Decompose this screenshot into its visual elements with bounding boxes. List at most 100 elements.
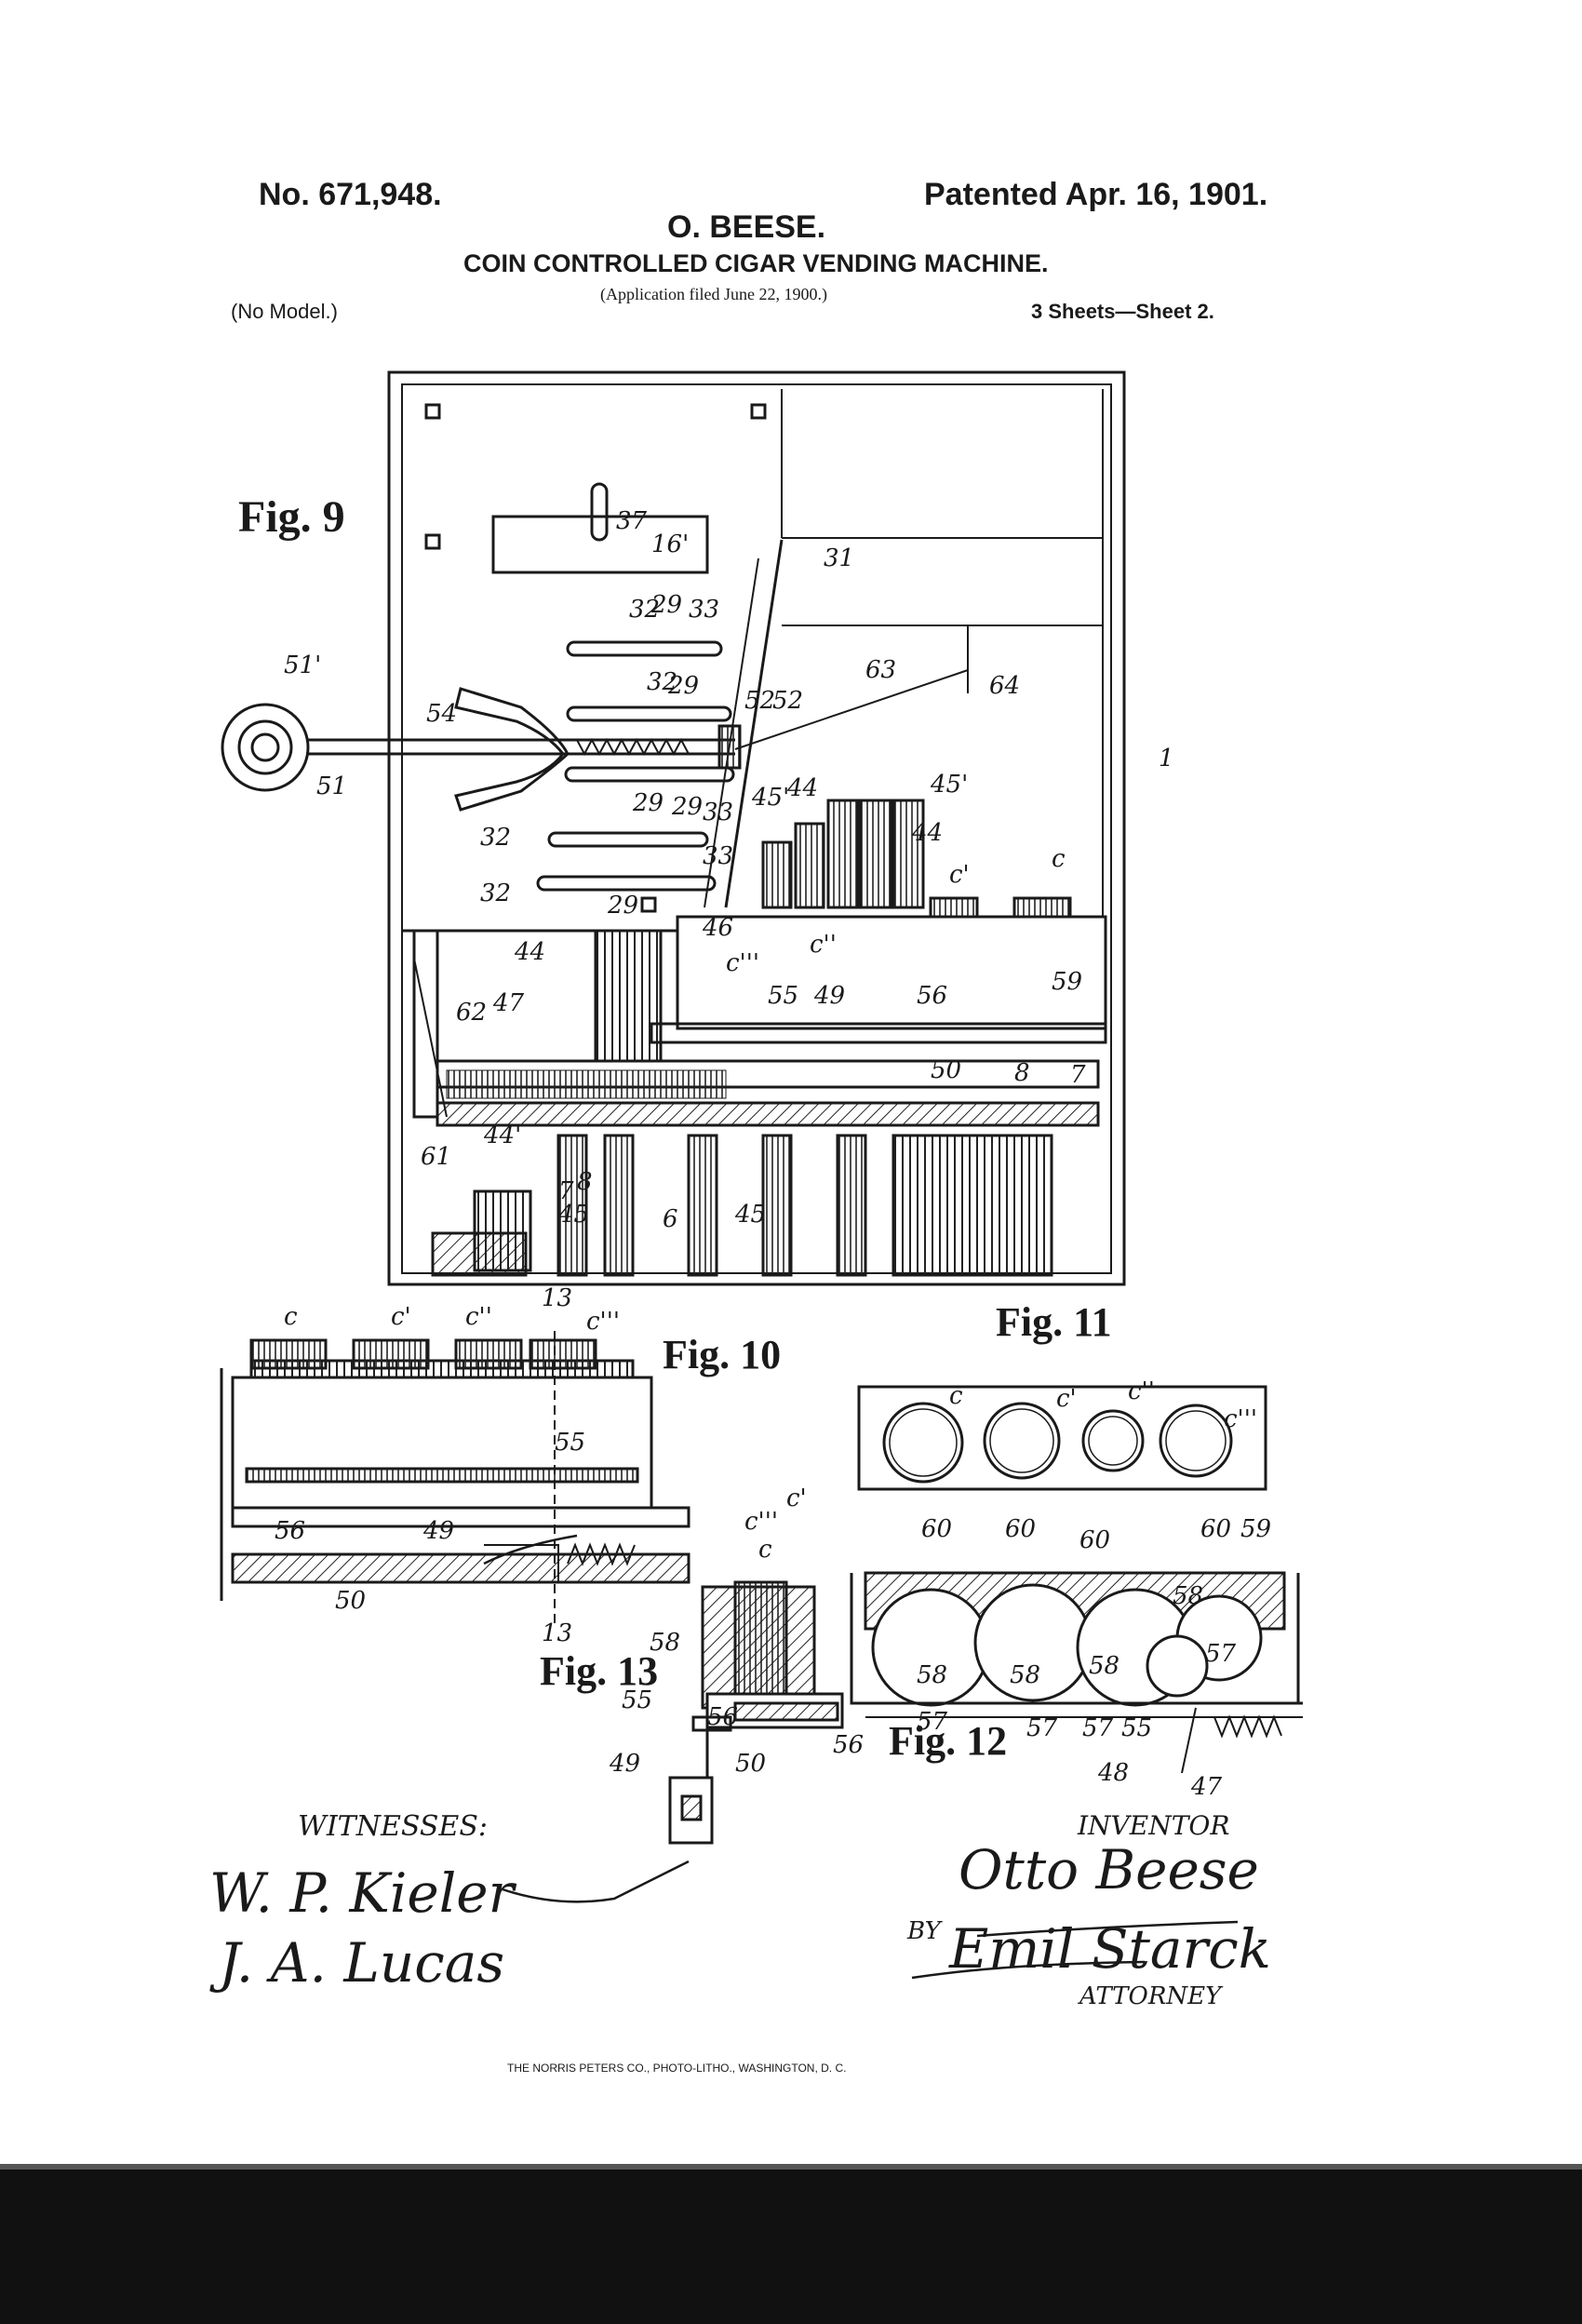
fig9-ref: 61: [421, 1143, 452, 1171]
fig9-ref: c''': [726, 949, 760, 977]
fig10-ref: c: [284, 1303, 298, 1331]
fig9-ref: 37: [616, 507, 648, 535]
inventor-label: INVENTOR: [1078, 1810, 1230, 1841]
fig9-ref: 32: [647, 668, 678, 696]
fig11-label: Fig. 11: [996, 1299, 1112, 1345]
fig9-ref: 45': [752, 784, 790, 812]
fig12-ref: 59: [1240, 1515, 1272, 1543]
fig9-ref: 44': [484, 1122, 522, 1149]
fig11-ref: c': [1056, 1385, 1077, 1413]
fig12-ref: 57: [1205, 1640, 1237, 1668]
fig9-ref: 8: [577, 1168, 593, 1196]
fig9-ref: 29: [672, 793, 704, 821]
fig9-ref: 29: [608, 892, 639, 920]
fig9-ref: 54: [426, 700, 458, 728]
fig9-ref: 45: [558, 1201, 590, 1229]
fig10-ref: 13: [542, 1619, 573, 1647]
fig12-ref: 60: [1200, 1515, 1232, 1543]
fig9-ref: 29: [651, 591, 683, 619]
fig12-ref: 56: [833, 1731, 865, 1759]
patent-date: Patented Apr. 16, 1901.: [924, 177, 1268, 212]
fig9-ref: 55: [768, 982, 799, 1010]
fig9-ref: 7: [1070, 1061, 1086, 1089]
fig9-ref: 50: [931, 1056, 962, 1084]
fig9-ref: 44: [515, 938, 546, 966]
fig9-ref: c: [1052, 845, 1066, 873]
fig10-ref: 55: [555, 1429, 586, 1457]
witness-signature-2: J. A. Lucas: [219, 1931, 505, 1995]
fig13-drawing: [668, 1580, 844, 1845]
fig9-ref: 45': [931, 771, 969, 799]
fig10-label: Fig. 10: [663, 1332, 782, 1377]
fig9-ref: 62: [456, 999, 488, 1027]
fig10-ref: 13: [542, 1284, 573, 1312]
fig9-ref: 51: [316, 772, 348, 800]
fig9-ref: 33: [703, 842, 734, 870]
fig9-ref: c': [949, 861, 970, 889]
fig9-ref: 51': [284, 652, 322, 679]
signature-flourishes: [483, 1534, 1239, 1980]
fig12-ref: 57: [1026, 1714, 1058, 1742]
fig9-ref: 6: [663, 1205, 678, 1233]
fig11-drawing: [857, 1385, 1267, 1491]
fig9-ref: 33: [689, 596, 720, 624]
attorney-signature: Emil Starck: [949, 1917, 1271, 1981]
fig9-ref: 52: [744, 687, 776, 715]
fig9-ref: 64: [989, 672, 1021, 700]
fig12-ref: 58: [1173, 1582, 1204, 1610]
fig9-ref: 45: [735, 1201, 767, 1229]
fig12-ref: 60: [921, 1515, 953, 1543]
fig12-ref: 47: [1191, 1773, 1223, 1801]
witness-signature-1: W. P. Kieler: [209, 1861, 515, 1925]
fig13-label: Fig. 13: [540, 1648, 659, 1694]
inventor-name: O. BEESE.: [667, 209, 826, 245]
fig12-ref: 55: [1121, 1714, 1153, 1742]
attorney-label: ATTORNEY: [1079, 1982, 1222, 2010]
fig10-ref: c': [391, 1303, 411, 1331]
fig9-ref: 47: [493, 989, 525, 1017]
fig12-ref: 57: [917, 1708, 948, 1736]
fig10-ref: c''': [586, 1308, 621, 1336]
fig9-label: Fig. 9: [238, 492, 345, 542]
fig10-ref: c'': [465, 1303, 492, 1331]
fig9-ref: 32: [480, 824, 512, 852]
fig12-ref: 57: [1082, 1714, 1114, 1742]
fig12-ref: 58: [917, 1661, 948, 1689]
fig13-ref: 50: [735, 1750, 767, 1778]
fig12-drawing: [850, 1571, 1303, 1774]
inventor-signature: Otto Beese: [959, 1838, 1259, 1901]
fig12-ref: 58: [1010, 1661, 1041, 1689]
scan-edge-line: [0, 2164, 1582, 2170]
fig9-ref: 32: [480, 880, 512, 907]
patent-number: No. 671,948.: [259, 177, 442, 212]
fig11-ref: c'': [1128, 1377, 1155, 1405]
fig12-ref: 58: [1089, 1652, 1120, 1680]
fig9-drawing: [221, 370, 1126, 1286]
fig11-ref: c: [949, 1382, 963, 1410]
fig9-ref: 31: [824, 544, 855, 572]
application-date: (Application filed June 22, 1900.): [600, 285, 827, 303]
fig13-ref: c': [786, 1484, 807, 1512]
fig9-ref: 29: [633, 789, 664, 817]
fig9-ref: 1: [1159, 745, 1174, 772]
fig9-ref: 32: [629, 596, 661, 624]
fig9-ref: 52: [772, 687, 804, 715]
fig13-ref: c: [758, 1536, 772, 1564]
fig12-ref: 48: [1098, 1759, 1130, 1787]
fig9-ref: 46: [703, 914, 734, 942]
fig9-ref: c'': [810, 931, 837, 959]
fig9-ref: 44: [912, 819, 944, 847]
fig12-label: Fig. 12: [889, 1718, 1008, 1764]
fig10-drawing: [220, 1331, 690, 1629]
patent-title: COIN CONTROLLED CIGAR VENDING MACHINE.: [463, 249, 1049, 277]
scan-edge: [0, 2169, 1582, 2324]
fig13-ref: 55: [622, 1686, 653, 1714]
fig13-ref: 56: [707, 1703, 739, 1731]
fig9-ref: 59: [1052, 968, 1083, 996]
fig9-ref: 29: [668, 672, 700, 700]
fig10-ref: 50: [335, 1587, 367, 1615]
fig9-ref: 49: [814, 982, 846, 1010]
model-note: (No Model.): [231, 300, 338, 323]
fig12-ref: 60: [1079, 1526, 1111, 1554]
